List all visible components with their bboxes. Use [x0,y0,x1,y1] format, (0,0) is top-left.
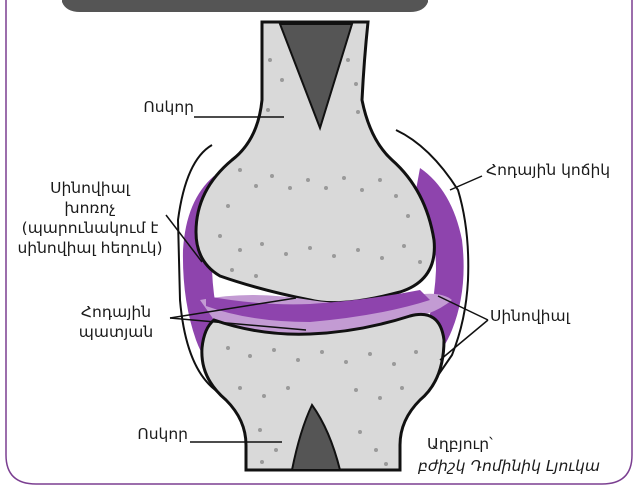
cartilage-line-1: Հոդային [64,302,168,322]
label-author: բժիշկ Դոմինիկ Լյուկա [418,456,600,476]
label-articular-cartilage: Հոդային պատյան [64,302,168,342]
synovial-cavity-line-2: խոռոչ [8,198,172,218]
label-bone-bottom: Ոսկոր [118,424,188,444]
label-bone-top: Ոսկոր [124,97,194,117]
cartilage-line-2: պատյան [64,322,168,342]
synovial-cavity-line-3: (պարունակում է [8,218,172,238]
synovial-cavity-line-1: Սինովիալ [8,178,172,198]
leader-capsule [450,176,482,190]
label-joint-capsule: Հոդային կոճիկ [486,160,610,180]
top-bar [62,0,428,12]
label-source: Աղբյուր՝ [427,434,493,454]
synovial-cavity-line-4: սինովիալ հեղուկ) [8,238,172,258]
label-synovial-cavity: Սինովիալ խոռոչ (պարունակում է սինովիալ հ… [8,178,172,258]
label-synovial-membrane: Սինովիալ [490,306,570,326]
